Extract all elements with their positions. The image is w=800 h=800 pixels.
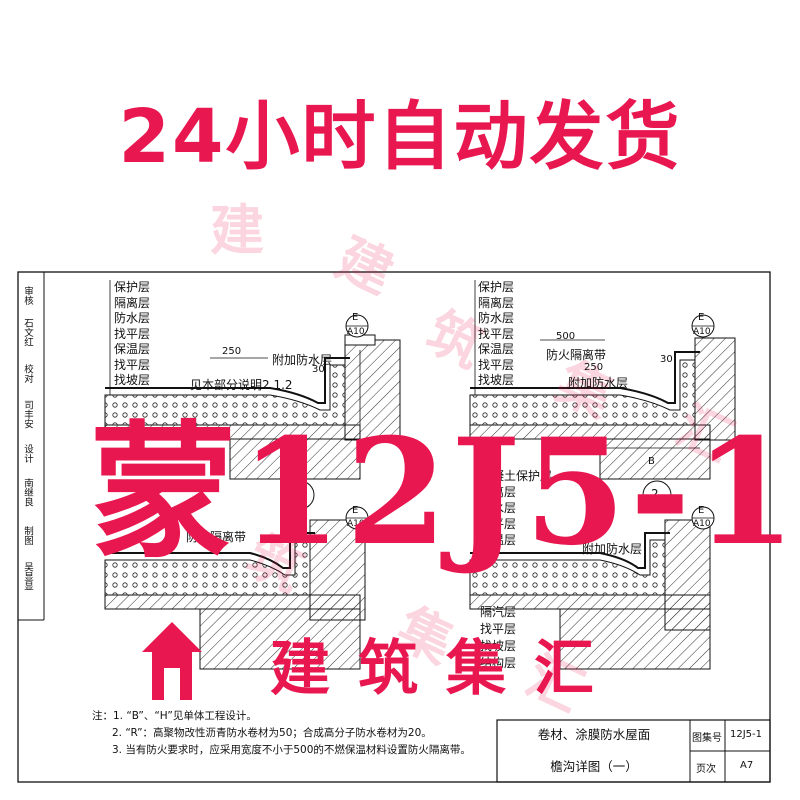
label-add-waterproof: 附加防水层 — [272, 353, 333, 367]
callout-a10: A10 — [347, 519, 365, 529]
page-value: A7 — [740, 760, 754, 771]
detail-left-bottom — [104, 506, 369, 670]
label-fire-strip: 防火隔离带 — [546, 348, 607, 362]
atlas-value: 12J5-1 — [730, 729, 763, 740]
detail-left-top — [104, 280, 401, 480]
side-role: 校对 — [22, 364, 33, 383]
dim-500: 500 — [556, 331, 576, 342]
label-add-waterproof: 附加防水层 — [582, 542, 643, 556]
side-role: 制图 — [22, 526, 33, 545]
dim-30: 30 — [660, 354, 673, 365]
dim-250: 250 — [584, 362, 604, 373]
side-role: 设计 — [22, 444, 33, 463]
atlas-label: 图集号 — [692, 733, 722, 744]
title-block-line2: 檐沟详图（一） — [550, 759, 638, 774]
detail-number-1: 1 — [294, 487, 302, 501]
label-fire-strip: 防火隔离带 — [186, 530, 247, 544]
layer-list-right-bottom: 隔汽层 找平层 找坡层 结构层 — [480, 605, 517, 670]
house-logo-icon — [142, 622, 202, 700]
layer-list-left-top: 保护层 隔离层 防水层 找平层 保温层 找平层 找坡层 — [114, 280, 151, 387]
side-name: 南继良 — [22, 478, 33, 507]
overlay-brand: 建筑集汇 — [270, 634, 622, 704]
side-role: 审核 — [22, 286, 33, 305]
callout-e: E — [698, 312, 705, 323]
detail-number-2: 2 — [651, 487, 659, 501]
side-name: 石文红 — [22, 318, 33, 347]
sheet-frame — [17, 271, 771, 783]
layer-list-right-top: 保护层 隔离层 防水层 找平层 保温层 找平层 找坡层 — [478, 280, 515, 387]
page-label: 页次 — [696, 764, 716, 775]
label-ref-note: 见本部分说明2.1.2 — [190, 378, 293, 392]
callout-e: E — [352, 505, 359, 516]
detail-right-bottom — [469, 506, 715, 670]
callout-a10: A10 — [693, 327, 711, 337]
dim-250: 250 — [222, 346, 242, 357]
overlay-title: 蒙12J5-1 — [90, 407, 800, 578]
promo-banner: 24小时自动发货 — [118, 94, 682, 180]
callout-e: E — [698, 505, 705, 516]
label-b: B — [648, 456, 655, 467]
watermark-char: 建 — [210, 199, 264, 262]
notes-prefix: 注： — [92, 710, 113, 722]
callout-a10: A10 — [693, 519, 711, 529]
notes-block: 注：1. “B”、“H”见单体工程设计。 2. “R”：高聚物改性沥青防水卷材为… — [92, 710, 471, 756]
layer-list-right-mid: 混凝土保护层 隔离层 防水层 找平层 保温层 — [480, 469, 553, 547]
title-block — [496, 719, 771, 783]
callout-a10: A10 — [347, 327, 365, 337]
dim-30: 30 — [312, 364, 325, 375]
label-add-waterproof: 附加防水层 — [568, 376, 629, 390]
callout-e: E — [352, 312, 359, 323]
detail-right-top — [469, 280, 736, 480]
side-name: 吴显显 — [22, 562, 33, 591]
side-name: 司丰安 — [22, 400, 33, 429]
title-block-line1: 卷材、涂膜防水屋面 — [537, 727, 651, 742]
